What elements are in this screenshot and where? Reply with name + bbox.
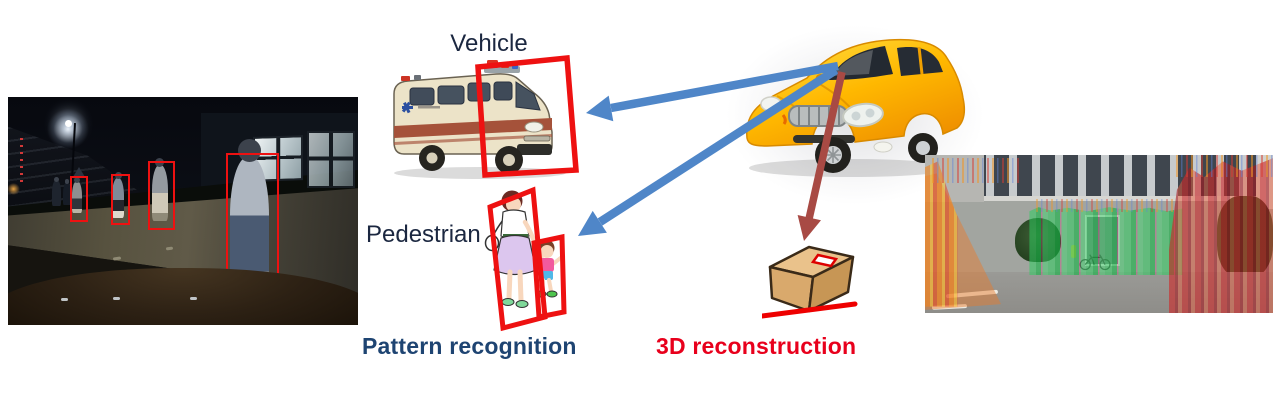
detection-box: [110, 173, 130, 226]
car-hood: [8, 268, 358, 325]
grille: [523, 135, 551, 142]
vehicle-detection-box: [475, 54, 579, 178]
depth-spikes: [1036, 199, 1176, 212]
red-stripe: [394, 118, 552, 138]
pedestrian-figure: [230, 139, 269, 288]
illegible-lettering: [418, 106, 440, 109]
mother-skirt: [493, 234, 537, 276]
depth-spikes: [931, 158, 1023, 184]
pedestrian-label: Pedestrian: [366, 221, 481, 248]
side-window: [409, 87, 435, 106]
car-headlight: [760, 96, 782, 112]
oncoming-headlight-glow: [8, 181, 22, 198]
headlight: [524, 121, 544, 133]
pedestrian-silhouette: [51, 176, 61, 207]
car-fog-light: [873, 141, 893, 153]
road-marking: [112, 256, 122, 261]
hood-reflection: [60, 297, 68, 301]
child-face: [540, 245, 554, 258]
depth-overlay-red: [1168, 158, 1273, 313]
front-bumper: [517, 144, 552, 155]
reconstruction-photo: [925, 155, 1273, 313]
pedestrian-figure: [112, 172, 125, 218]
depth-overlay-green: [1029, 207, 1183, 276]
detection-box: [148, 160, 175, 231]
lit-window: [307, 131, 355, 188]
caption-pattern-recognition: Pattern recognition: [362, 333, 577, 359]
pedestrian-figure: [71, 176, 83, 214]
box-illustration: [762, 245, 858, 319]
box-side: [807, 255, 855, 313]
vehicle-label: Vehicle: [450, 30, 528, 57]
detection-box: [69, 175, 88, 222]
pedestrian-cartoon-illustration: [484, 186, 567, 332]
road-sign: [72, 166, 85, 177]
streetlight-glow: [39, 101, 96, 157]
hood-reflection: [113, 296, 120, 300]
windshield: [515, 81, 541, 111]
ground-line: [762, 301, 858, 319]
night-detection-photo: [8, 97, 358, 325]
depth-spikes: [1175, 155, 1273, 178]
caption-3d-reconstruction: 3D reconstruction: [656, 333, 857, 359]
building-red-lights: [19, 138, 23, 184]
streetlight-lamp: [64, 119, 72, 127]
hood-reflection: [190, 296, 197, 300]
pedestrian-silhouette: [63, 179, 71, 206]
ambulance-illustration: [393, 54, 579, 179]
box-label: [810, 253, 839, 268]
pedestrian-detection-box: [531, 233, 567, 321]
mother-shoe: [501, 298, 515, 306]
mother-leg: [506, 269, 513, 301]
